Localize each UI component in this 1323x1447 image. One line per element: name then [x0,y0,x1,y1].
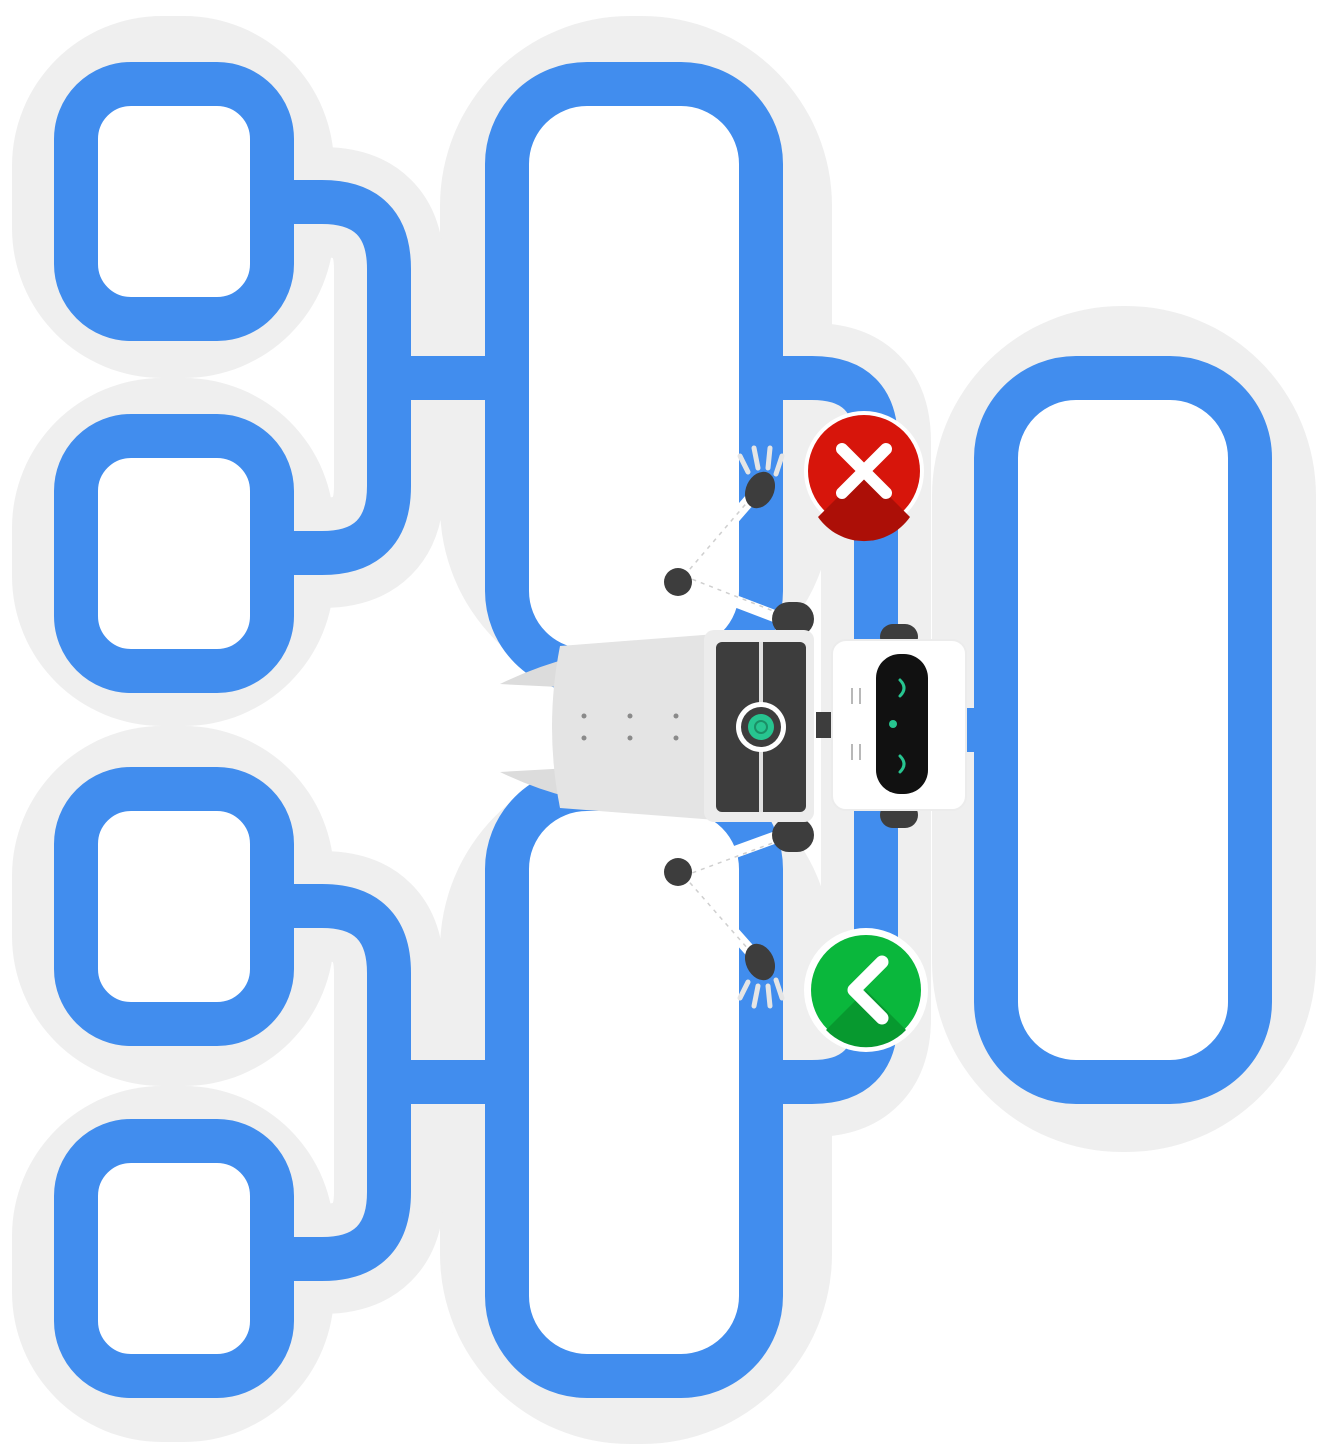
leaf-box-2 [54,414,294,693]
box-layer [54,62,1272,1398]
middle-box-1 [485,62,783,693]
middle-box-2 [485,767,783,1398]
close-icon [836,443,892,499]
reject-badge [804,411,924,542]
chevron-left-icon [847,955,889,1025]
leaf-box-1 [54,62,294,341]
accept-badge [804,928,928,1052]
leaf-box-4 [54,1119,294,1398]
robot-icon [500,445,967,1009]
leaf-box-3 [54,767,294,1046]
root-box [974,356,1272,1104]
